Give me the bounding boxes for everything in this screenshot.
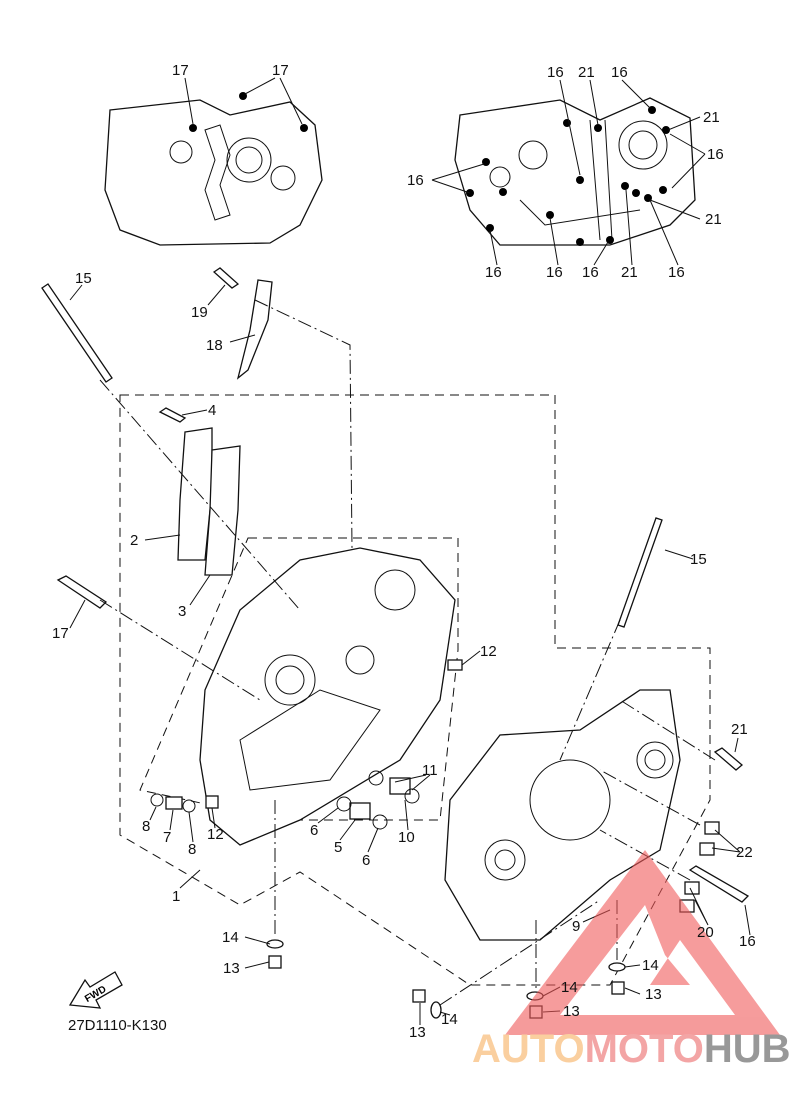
stud-bolt-right [617,517,663,628]
callout: 2 [130,532,138,549]
callout: 9 [572,918,580,935]
watermark-auto: AUTO [472,1027,585,1071]
callout: 12 [207,826,224,843]
callout: 13 [223,960,240,977]
crankcase-left [199,547,456,846]
assembly-outline-left [119,394,711,986]
callout: 21 [731,721,748,738]
watermark-logo: AUTOMOTOHUB [472,850,791,1071]
callout: 3 [178,603,186,620]
callout: 16 [739,933,756,950]
callout: 5 [334,839,342,856]
callout: 16 [547,64,564,81]
svg-text:AUTOMOTOHUB: AUTOMOTOHUB [472,1027,791,1071]
callout: 21 [621,264,638,281]
callout: 21 [703,109,720,126]
bolt-long-right [688,865,750,903]
diagram-code: 27D1110-K130 [68,1017,167,1034]
callout: 4 [208,402,216,419]
callout: 16 [546,264,563,281]
callout: 20 [697,924,714,941]
callout: 14 [561,979,578,996]
callout-labels: 17 17 16 21 16 21 16 16 21 16 16 16 21 1… [52,62,756,1041]
callout: 16 [668,264,685,281]
callout: 21 [705,211,722,228]
callout: 22 [736,844,753,861]
callout: 14 [642,957,659,974]
callout: 13 [563,1003,580,1020]
callout: 17 [172,62,189,79]
callout: 16 [707,146,724,163]
crankcase-right-top [431,79,706,266]
callout: 11 [422,762,438,779]
callout: 14 [222,929,239,946]
crankcase-right [444,689,681,941]
callout: 16 [611,64,628,81]
bolt-4 [158,407,187,423]
assembly-outline-inner [139,537,459,821]
watermark-hub: HUB [704,1027,791,1071]
bolt-21 [713,747,744,771]
callout: 7 [163,829,171,846]
bolt-19 [212,267,240,289]
callout: 8 [188,841,196,858]
callout: 14 [441,1011,458,1028]
watermark-moto: MOTO [585,1027,704,1071]
gasket-2 [177,427,213,561]
callout: 15 [690,551,707,568]
callout: 6 [362,852,370,869]
callout: 15 [75,270,92,287]
callout: 16 [485,264,502,281]
callout: 17 [272,62,289,79]
stud-bolt-left [41,283,113,383]
callout: 13 [645,986,662,1003]
crankcase-cover-left-top [104,77,323,246]
callout: 8 [142,818,150,835]
callout: 19 [191,304,208,321]
callout: 17 [52,625,69,642]
plate-18 [236,279,273,380]
callout: 21 [578,64,595,81]
bolt-long-left [56,575,108,609]
callout: 6 [310,822,318,839]
callout: 1 [172,888,180,905]
fwd-arrow-icon: FWD [68,971,123,1009]
callout: 16 [582,264,599,281]
gasket-3 [204,445,241,576]
callout: 10 [398,829,415,846]
callout: 13 [409,1024,426,1041]
callout: 18 [206,337,223,354]
callout: 12 [480,643,497,660]
callout: 16 [407,172,424,189]
